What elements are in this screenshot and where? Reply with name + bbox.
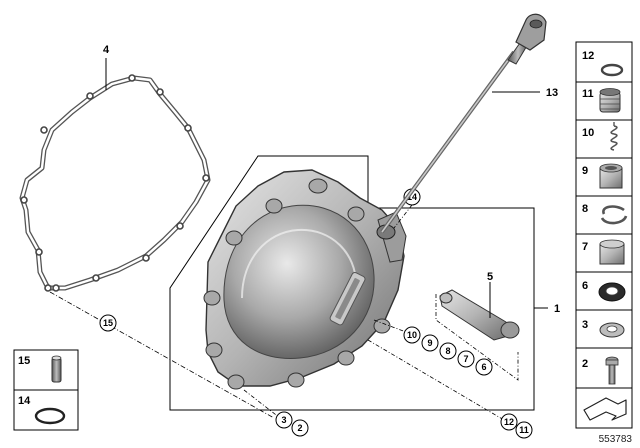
logo-plate-icon [329, 271, 366, 326]
part-num-2: 2 [582, 358, 588, 370]
engine-cover [203, 169, 407, 390]
bushing-icon [599, 239, 625, 265]
diagram-id: 553783 [599, 434, 633, 445]
washer-icon [599, 322, 625, 338]
callout-bottom-11: 11 [519, 425, 529, 435]
callout-ring [500, 413, 518, 431]
part-num-11: 11 [582, 88, 594, 100]
callout-gasket: 4 [103, 44, 110, 56]
spring-icon [610, 122, 618, 151]
callout-row-7: 7 [463, 354, 468, 364]
leader-line [373, 319, 407, 333]
circlip-icon [600, 205, 628, 225]
leader-line [367, 339, 505, 421]
callout-ring [99, 314, 117, 332]
part-num-10: 10 [582, 127, 594, 139]
callout-row-6: 6 [481, 362, 486, 372]
callout-row: 10 9 8 7 6 [403, 326, 493, 376]
threaded-plug-icon [599, 88, 621, 113]
callout-sensor: 5 [487, 271, 493, 283]
direction-arrow-icon [583, 397, 627, 421]
assembly-frame [169, 155, 535, 411]
callout-row-9: 9 [427, 338, 432, 348]
part-num-7: 7 [582, 241, 588, 253]
callout-cover-assembly: 1 [554, 303, 560, 315]
part-num-9: 9 [582, 165, 588, 177]
callout-ring [291, 419, 309, 437]
small-part-num-14: 14 [18, 395, 31, 407]
shaft-seal-icon [598, 282, 626, 302]
callout-bottom-2: 2 [297, 423, 302, 433]
bolt-icon [605, 356, 619, 385]
small-part-num-15: 15 [18, 355, 30, 367]
part-num-6: 6 [582, 280, 588, 292]
callout-row-8: 8 [445, 346, 450, 356]
o-ring-icon [34, 407, 66, 425]
part-num-8: 8 [582, 203, 588, 215]
part-num-12: 12 [582, 50, 594, 62]
callout-dipstick: 13 [546, 87, 558, 99]
callout-ring [515, 421, 533, 439]
part-num-3: 3 [582, 319, 588, 331]
callout-ring [275, 411, 293, 429]
callout-bottom-3: 3 [281, 415, 286, 425]
gasket [19, 74, 211, 292]
leader-line [393, 204, 413, 229]
callout-plug-circle-label: 14 [407, 192, 417, 202]
callout-dowel-circle: 15 [103, 318, 113, 328]
dipstick [380, 13, 547, 234]
small-parts-box: 15 14 [13, 349, 79, 431]
leader-line [243, 389, 281, 419]
parts-column: 12 11 10 9 8 7 [575, 41, 633, 429]
sensor [439, 289, 520, 341]
leader-line [49, 291, 275, 419]
leader-line [435, 294, 519, 381]
callout-row-10: 10 [407, 330, 417, 340]
flat-washer-icon [600, 63, 624, 77]
callout-bottom-12: 12 [504, 417, 514, 427]
needle-bearing-icon [599, 163, 623, 189]
dowel-sleeve-icon [51, 355, 62, 383]
